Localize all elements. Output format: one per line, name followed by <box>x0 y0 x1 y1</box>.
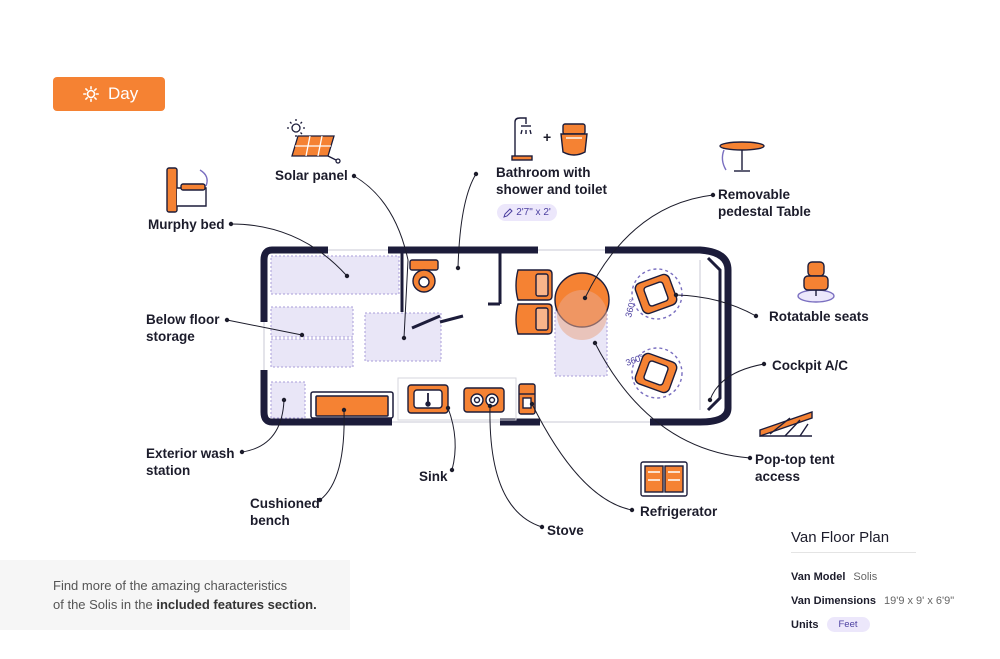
bathroom-walls <box>400 250 502 330</box>
spec-dimensions-value: 19'9 x 9' x 6'9" <box>883 595 955 607</box>
label-bathroom-2: shower and toilet <box>496 182 608 197</box>
spec-model-value: Solis <box>853 571 878 583</box>
spec-model-label: Van Model <box>791 571 846 583</box>
sink-icon <box>407 384 449 414</box>
spec-dimensions-label: Van Dimensions <box>791 595 876 607</box>
label-sink: Sink <box>419 469 448 484</box>
rotation-label-1: 360° <box>623 298 638 319</box>
below-floor-storage-zone-2 <box>270 338 354 368</box>
spec-title: Van Floor Plan <box>791 529 916 553</box>
refrigerator-icon <box>518 383 536 415</box>
refrigerator-feature-icon <box>640 461 688 497</box>
solar-panel-icon <box>287 119 341 164</box>
spec-row-model: Van Model Solis <box>791 571 877 583</box>
label-table-2: pedestal Table <box>718 204 811 219</box>
toilet-feature-icon <box>560 123 588 156</box>
label-stove: Stove <box>547 523 584 538</box>
pencil-icon <box>503 207 513 218</box>
info-line-2-prefix: of the Solis in the <box>53 597 157 612</box>
stove-icon <box>463 387 505 413</box>
label-poptop-2: access <box>755 469 801 484</box>
info-line-1: Find more of the amazing characteristics <box>53 578 288 593</box>
below-floor-storage-zone-1 <box>270 306 354 338</box>
exterior-wash-zone <box>270 381 306 419</box>
label-bench-2: bench <box>250 513 290 528</box>
spec-row-units: Units Feet <box>791 617 870 632</box>
label-bench-1: Cushioned <box>250 496 320 511</box>
label-cockpit-ac: Cockpit A/C <box>772 358 849 373</box>
label-table-1: Removable <box>718 187 791 202</box>
toilet-icon <box>409 259 439 293</box>
leader-lines <box>226 173 765 528</box>
shower-icon <box>511 117 533 161</box>
leader-dots <box>224 171 767 530</box>
van-outline <box>260 246 732 426</box>
label-bathroom-1: Bathroom with <box>496 165 591 180</box>
svg-text:+: + <box>543 129 551 145</box>
spec-row-dimensions: Van Dimensions 19'9 x 9' x 6'9" <box>791 595 954 607</box>
bench-seats-icon <box>515 269 553 335</box>
rotatable-seat-feature-icon <box>797 261 835 303</box>
label-poptop-1: Pop-top tent <box>755 452 835 467</box>
zones <box>270 255 608 419</box>
units-toggle-button[interactable]: Feet <box>826 617 870 632</box>
sun-icon <box>83 86 99 102</box>
day-toggle-label: Day <box>108 84 139 103</box>
info-box: Find more of the amazing characteristics… <box>0 560 350 630</box>
pedestal-table-icon <box>719 141 765 172</box>
galley-counter <box>397 377 517 421</box>
label-rotatable-seats: Rotatable seats <box>769 309 869 324</box>
rotatable-seat-1-icon <box>631 268 683 320</box>
label-murphy-bed: Murphy bed <box>148 217 225 232</box>
label-solar-panel: Solar panel <box>275 168 348 183</box>
cushioned-bench-icon <box>310 391 394 419</box>
rotatable-seat-2-icon <box>631 347 683 399</box>
label-storage-2: storage <box>146 329 195 344</box>
label-wash-2: station <box>146 463 191 478</box>
pop-top-tent-icon <box>759 411 813 437</box>
label-refrigerator: Refrigerator <box>640 504 718 519</box>
label-wash-1: Exterior wash <box>146 446 235 461</box>
label-storage-1: Below floor <box>146 312 220 327</box>
murphy-bed-icon <box>166 167 208 213</box>
murphy-bed-zone <box>270 255 400 295</box>
bathroom-size-value: 2'7" x 2' <box>516 207 551 218</box>
day-toggle-button[interactable]: Day <box>53 77 165 111</box>
bathroom-size-badge: 2'7" x 2' <box>497 204 557 221</box>
info-text: Find more of the amazing characteristics… <box>53 576 317 614</box>
spec-units-label: Units <box>791 618 819 631</box>
included-features-link[interactable]: included features section. <box>156 597 317 612</box>
